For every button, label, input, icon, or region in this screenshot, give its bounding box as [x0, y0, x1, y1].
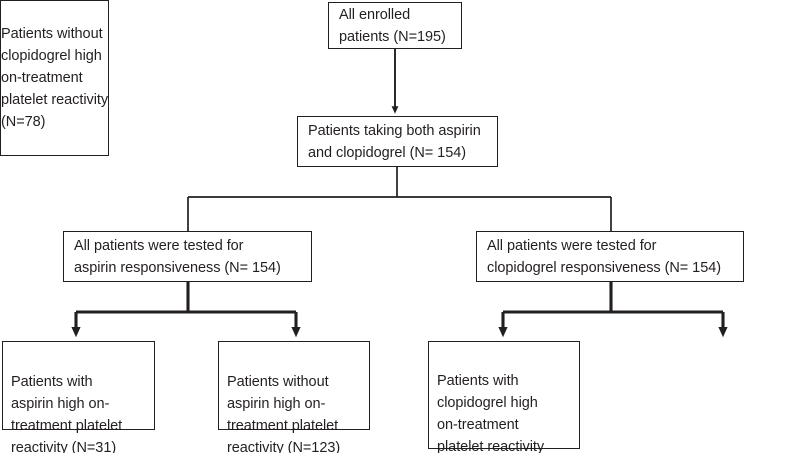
node-label: All patients were tested for clopidogrel… [487, 237, 722, 276]
node-label: Patients without clopidogrel high on-tre… [1, 26, 109, 130]
node-label: Patients with aspirin high on- treatment… [11, 374, 123, 453]
node-clopidogrel-no-high-reactivity[interactable]: Patients without clopidogrel high on-tre… [0, 0, 110, 156]
node-clopidogrel-responsiveness-test[interactable]: All patients were tested for clopidogrel… [476, 231, 744, 282]
node-aspirin-responsiveness-test[interactable]: All patients were tested for aspirin res… [63, 231, 312, 282]
edge-clopidogrel-test-to-leaves [498, 282, 728, 338]
node-label: All enrolled patients (N=195) [339, 6, 446, 45]
node-label: All patients were tested for aspirin res… [74, 237, 281, 276]
node-all-enrolled-patients[interactable]: All enrolled patients (N=195) [328, 2, 462, 49]
node-label: Patients without aspirin high on- treatm… [227, 374, 341, 453]
node-clopidogrel-high-reactivity[interactable]: Patients with clopidogrel high on-treatm… [428, 341, 580, 453]
node-label: Patients taking both aspirin and clopido… [308, 122, 481, 161]
edge-both-to-tests [187, 167, 612, 231]
node-label: Patients with clopidogrel high on-treatm… [437, 373, 545, 453]
node-aspirin-no-high-reactivity[interactable]: Patients without aspirin high on- treatm… [218, 341, 370, 453]
node-patients-taking-both[interactable]: Patients taking both aspirin and clopido… [297, 116, 498, 167]
edge-aspirin-test-to-leaves [71, 282, 301, 338]
node-aspirin-high-reactivity[interactable]: Patients with aspirin high on- treatment… [2, 341, 155, 453]
